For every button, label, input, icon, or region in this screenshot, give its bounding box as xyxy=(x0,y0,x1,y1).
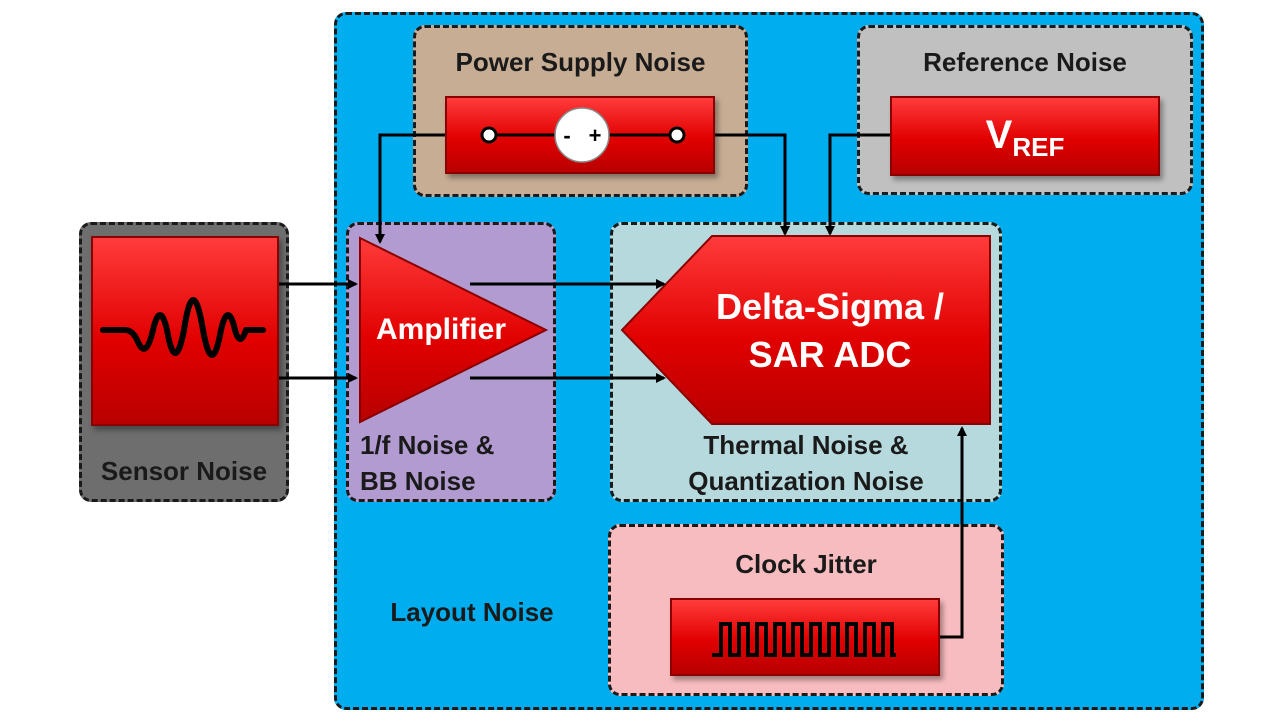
reference-noise-label: Reference Noise xyxy=(923,47,1127,77)
amplifier-triangle xyxy=(359,236,549,424)
vref-subscript: REF xyxy=(1012,132,1065,162)
vref-main: V xyxy=(985,113,1013,157)
terminal-left-icon xyxy=(480,126,498,144)
clock-jitter-label: Clock Jitter xyxy=(735,549,877,579)
signal-wires xyxy=(279,133,967,639)
adc-label-line1: Delta-Sigma / xyxy=(715,286,945,327)
amplifier-label: Amplifier xyxy=(375,313,507,346)
adc-noise-label-line2: Quantization Noise xyxy=(688,466,924,496)
sensor-noise-label: Sensor Noise xyxy=(100,456,268,486)
layout-noise-label: Layout Noise xyxy=(390,597,554,627)
adc-noise-label-line1: Thermal Noise & xyxy=(703,430,909,460)
adc-label-line2: SAR ADC xyxy=(748,334,912,375)
power-supply-noise-label: Power Supply Noise xyxy=(455,47,706,77)
amp-noise-label-line2: BB Noise xyxy=(360,466,476,496)
source-plus: + xyxy=(589,123,602,148)
vref-label: VREF xyxy=(890,112,1160,170)
terminal-right-icon xyxy=(668,126,686,144)
clock-block xyxy=(670,598,940,676)
sensor-waveform-icon xyxy=(100,297,266,358)
vref-block xyxy=(890,96,1160,176)
clock-waveform-icon xyxy=(712,622,896,657)
adc-block xyxy=(620,235,991,425)
voltage-source-icon xyxy=(554,107,610,163)
source-minus: - xyxy=(563,123,570,148)
amp-noise-label-line1: 1/f Noise & xyxy=(360,430,495,460)
